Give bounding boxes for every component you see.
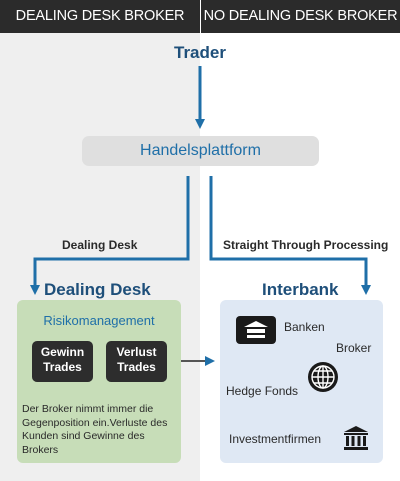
risk-management-title: Risikomanagement (43, 313, 155, 328)
bank-logo-icon (236, 316, 276, 344)
platform-to-interbank-arrow (209, 176, 371, 295)
platform-to-dealing-desk-arrow (30, 176, 190, 295)
trader-label: Trader (174, 43, 226, 62)
institution-building-icon (344, 426, 368, 450)
investment-firms-label: Investmentfirmen (229, 432, 322, 446)
dealing-desk-title: Dealing Desk (44, 280, 151, 299)
stp-edge-label: Straight Through Processing (223, 238, 389, 252)
hedge-funds-label: Hedge Fonds (226, 384, 299, 398)
trading-platform-box: Handelsplattform (82, 136, 319, 166)
no-dealing-desk-broker-header: NO DEALING DESK BROKER (201, 0, 400, 33)
win-trades-box: Gewinn Trades (32, 341, 93, 382)
interbank-title: Interbank (262, 280, 339, 299)
loss-trades-box: Verlust Trades (106, 341, 167, 382)
dealing-desk-edge-label: Dealing Desk (62, 238, 138, 252)
risk-description: Der Broker nimmt immer die Gegenposition… (22, 403, 168, 456)
dealing-desk-broker-header: DEALING DESK BROKER (0, 0, 200, 33)
banks-label: Banken (284, 320, 325, 334)
header-divider (200, 0, 201, 33)
broker-label: Broker (336, 341, 372, 355)
globe-icon (308, 362, 338, 392)
